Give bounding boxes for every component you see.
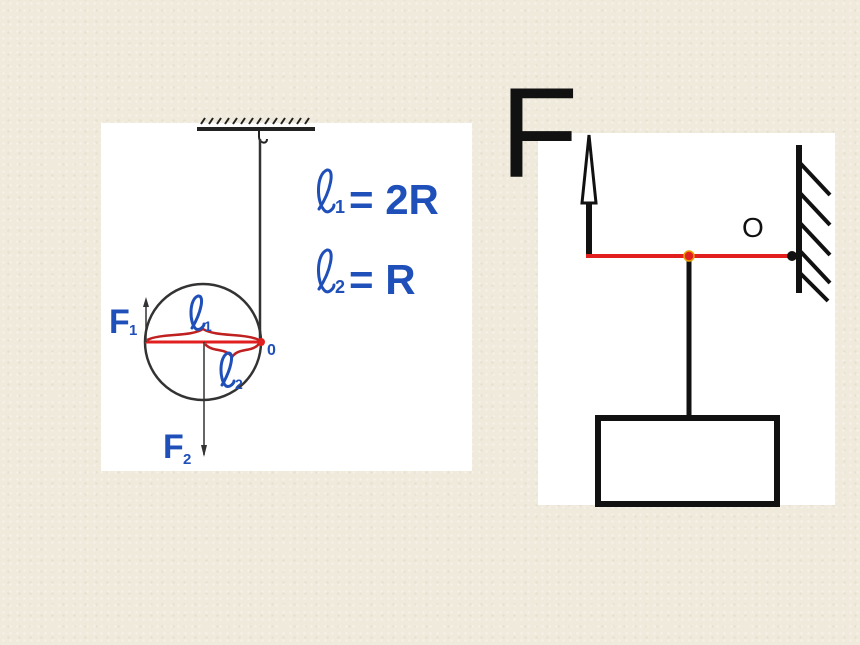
eq-1-subscript: 1	[335, 197, 345, 217]
load-block	[595, 415, 780, 507]
pivot-label: 0	[267, 342, 276, 359]
force-2-subscript: 2	[183, 451, 191, 468]
arm-2-subscript: 2	[235, 376, 243, 392]
rod-joint	[683, 250, 695, 262]
eq-2-rhs: = R	[349, 256, 416, 303]
pulley-diagram-panel: 1 2 F 1 F 2 0 1 = 2R 2 = R	[101, 117, 472, 471]
pivot-point	[787, 251, 797, 261]
force-2-letter: F	[163, 428, 184, 466]
ceiling-support	[197, 117, 315, 144]
ell-symbol-1	[189, 294, 206, 331]
force-2-arrowhead	[201, 445, 207, 457]
force-1-letter: F	[109, 303, 130, 341]
eq-1-ell-symbol	[317, 168, 336, 214]
arm-1-subscript: 1	[204, 318, 212, 334]
ell-symbol-2	[219, 351, 236, 388]
pivot-label: O	[742, 212, 764, 243]
upward-force-arrow	[580, 134, 598, 257]
lever-diagram: O	[580, 134, 832, 507]
eq-2-subscript: 2	[335, 277, 345, 297]
pulley-diagram: 1 2 F 1 F 2 0 1 = 2R 2 = R	[109, 117, 439, 468]
lever-diagram-panel: O	[538, 133, 835, 507]
eq-1-rhs: = 2R	[349, 176, 439, 223]
force-1-subscript: 1	[129, 322, 137, 339]
force-label: F	[500, 62, 579, 205]
eq-2-ell-symbol	[317, 248, 336, 294]
brace-l1	[146, 327, 260, 342]
force-1-arrowhead	[143, 297, 149, 307]
wall-support	[796, 145, 832, 303]
